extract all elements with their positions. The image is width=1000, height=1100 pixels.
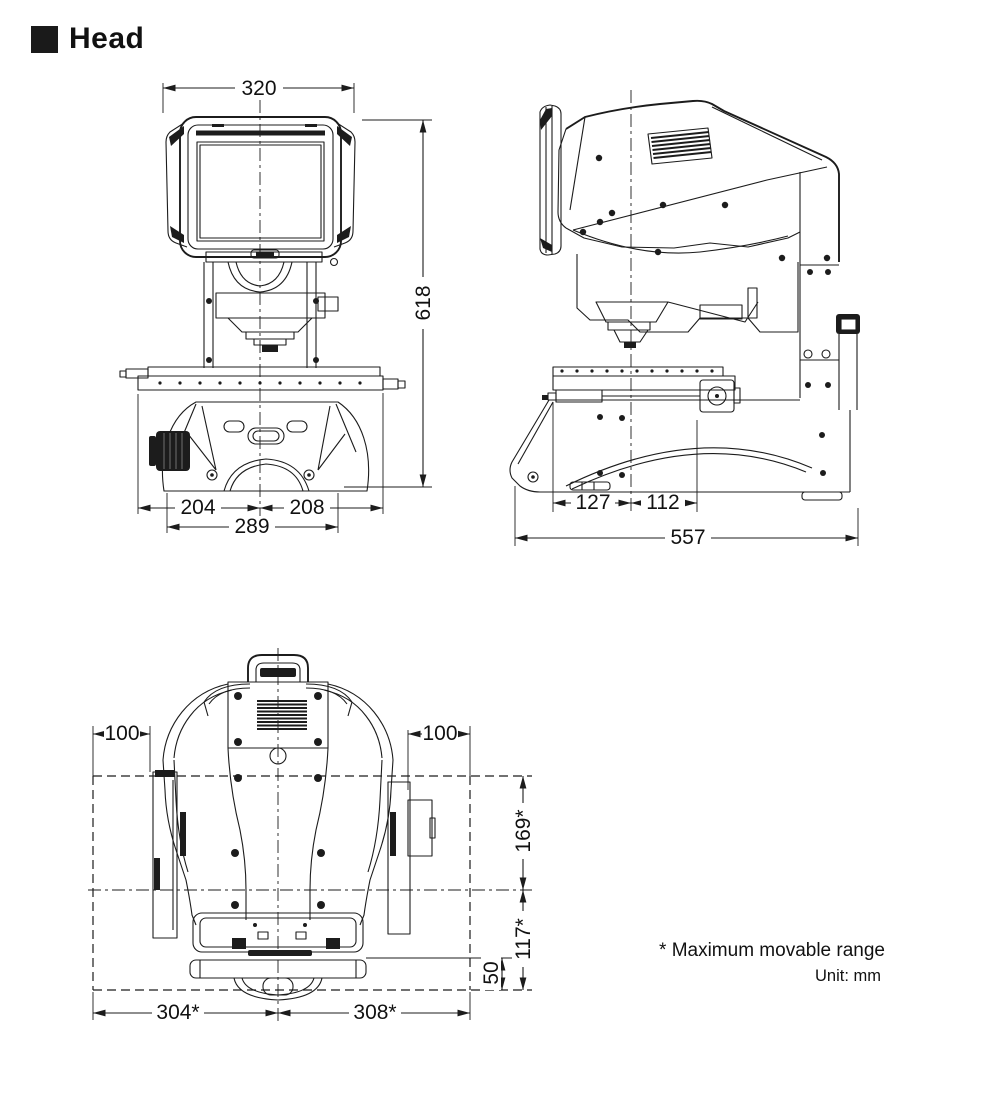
focus-knob xyxy=(149,431,190,471)
dim-top-front-travel: 117* xyxy=(512,918,535,960)
top-range-lines xyxy=(88,775,532,991)
page-title: Head xyxy=(69,22,145,55)
side-head-body xyxy=(557,99,840,262)
side-view-drawing: 127 112 557 xyxy=(509,90,860,549)
front-camera-unit xyxy=(203,251,339,368)
side-base xyxy=(509,399,851,501)
dim-top-right-travel: 308* xyxy=(353,1001,396,1024)
dim-top-front-offset: 50 xyxy=(480,961,503,984)
footnote: * Maximum movable range Unit: mm xyxy=(600,940,885,986)
dim-front-base-width: 289 xyxy=(234,515,269,538)
dim-front-height: 618 xyxy=(412,285,435,320)
front-base xyxy=(149,401,370,492)
side-handle-knob xyxy=(836,314,860,334)
front-monitor xyxy=(165,116,356,267)
top-stage xyxy=(189,912,367,1001)
dim-top-left-travel: 304* xyxy=(156,1001,199,1024)
dim-front-base-right: 208 xyxy=(289,496,324,519)
front-view-drawing: 320 618 204 208 2 xyxy=(119,76,435,538)
side-monitor-edge xyxy=(539,104,562,256)
side-lens-unit xyxy=(576,254,799,348)
unit-note: Unit: mm xyxy=(815,967,881,985)
front-dimensions: 320 618 204 208 2 xyxy=(137,76,435,538)
section-title: Head xyxy=(31,22,144,56)
asterisk-note: * Maximum movable range xyxy=(659,940,885,961)
top-carry-handle xyxy=(203,654,353,717)
dim-side-stage-front: 127 xyxy=(575,491,610,514)
side-dimensions: 127 112 557 xyxy=(514,402,859,549)
top-right-block xyxy=(387,781,436,935)
dim-front-base-left: 204 xyxy=(180,496,215,519)
top-vent-grille xyxy=(257,700,307,730)
top-view-drawing: 100 100 169* 117* xyxy=(88,648,535,1024)
dim-front-width: 320 xyxy=(241,77,276,100)
dim-top-left-clearance: 100 xyxy=(104,722,139,745)
side-back-column xyxy=(799,172,860,410)
front-screen xyxy=(196,141,325,242)
top-dimensions: 100 100 169* 117* xyxy=(92,722,535,1024)
dim-top-rear-travel: 169* xyxy=(512,809,535,852)
dim-top-right-clearance: 100 xyxy=(422,722,457,745)
title-bullet-icon xyxy=(31,25,58,53)
dim-side-stage-rear: 112 xyxy=(646,491,679,514)
dim-side-depth: 557 xyxy=(670,526,705,549)
front-xy-stage xyxy=(119,366,406,391)
top-head-housing xyxy=(162,681,394,926)
side-stage xyxy=(542,366,741,413)
top-left-block xyxy=(152,770,186,939)
